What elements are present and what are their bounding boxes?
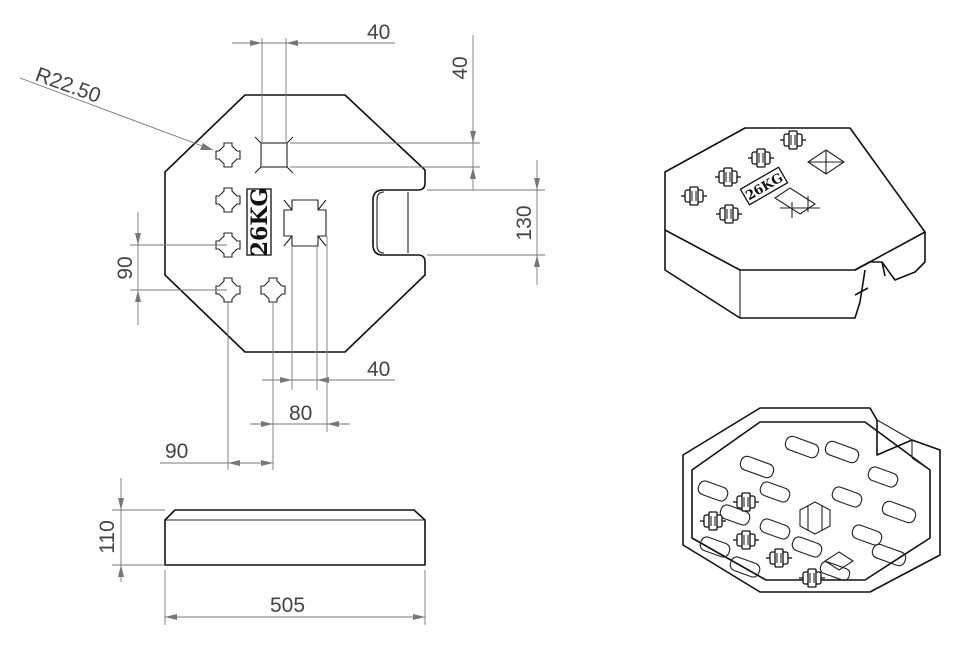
iso-top-bolt-2-icon [747, 148, 775, 168]
iso-bottom-cross-hole [799, 501, 831, 535]
iso-bottom-bolt-4-icon [765, 548, 793, 568]
base-outline-front [164, 509, 426, 566]
iso-bottom-bolt-3-icon [732, 530, 760, 550]
top-offset-label: 40 [449, 56, 472, 79]
iso-top-bolt-5-icon [715, 204, 743, 224]
cross-offset-label: 80 [289, 402, 312, 425]
iso-cross-hole [773, 187, 820, 218]
radius-label: R22.50 [32, 63, 104, 108]
cross-width-label: 40 [367, 358, 390, 381]
height-label: 110 [96, 520, 119, 553]
cross-hole [283, 199, 327, 247]
iso-bottom-bolt-2-icon [699, 511, 727, 531]
iso-view-top: 26KG [664, 127, 926, 319]
dimensions-top: R22.50 40 40 130 90 40 [19, 21, 545, 470]
length-label: 505 [270, 594, 305, 617]
iso-view-bottom [682, 407, 941, 593]
dimensions-front: 110 505 [96, 478, 426, 625]
square-hole [260, 142, 288, 168]
bolt-hole-5-icon [260, 277, 286, 303]
top-view: 26KG [164, 94, 426, 353]
iso-bottom-outline [682, 407, 941, 593]
iso-square-hole [807, 149, 845, 175]
iso-ribs [697, 435, 917, 581]
slot-recess [376, 191, 409, 254]
iso-side-faces [664, 230, 866, 319]
weight-label-frame [246, 188, 272, 256]
bolt-hole-2-icon [215, 187, 241, 213]
iso-bottom-square-hole [823, 551, 855, 571]
top-width-label: 40 [367, 21, 390, 44]
base-outline-top [164, 94, 426, 353]
iso-top-bolt-1-icon [779, 130, 807, 150]
hole-pitch-label: 90 [114, 256, 137, 279]
bolt-hole-1-icon [215, 142, 241, 168]
iso-top-bolt-4-icon [680, 186, 708, 206]
slot-height-label: 130 [513, 205, 536, 240]
iso-slot [854, 232, 926, 296]
hole-offset-label: 90 [165, 440, 188, 463]
iso-top-face [664, 127, 926, 271]
iso-top-bolt-3-icon [714, 167, 742, 187]
iso-bottom-rim [691, 421, 931, 581]
weight-label: 26KG [247, 188, 273, 257]
front-view [164, 509, 426, 566]
